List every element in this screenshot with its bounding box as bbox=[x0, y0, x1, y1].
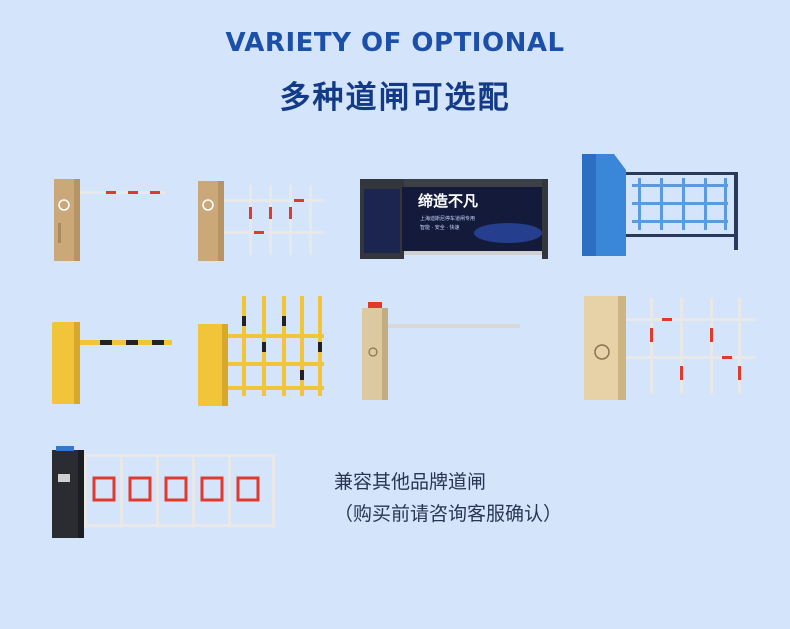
fence-boom-barrier-gold bbox=[194, 175, 334, 270]
slim-straight-boom-barrier bbox=[358, 300, 524, 404]
blue-fence-gate bbox=[574, 150, 744, 260]
billboard-sub-line-1: 上海迪斯尼停车道闸专用 bbox=[420, 216, 476, 222]
title-english: VARIETY OF OPTIONAL bbox=[225, 28, 565, 58]
billboard-headline: 缔造不凡 bbox=[418, 192, 479, 210]
compatibility-note: 兼容其他品牌道闸 （购买前请咨询客服确认） bbox=[334, 466, 562, 530]
compatibility-note-line-2: （购买前请咨询客服确认） bbox=[334, 503, 563, 525]
billboard-sub-line-2: 智能 · 安全 · 快速 bbox=[420, 225, 460, 231]
title-chinese: 多种道闸可选配 bbox=[279, 80, 511, 116]
straight-boom-barrier-yellow bbox=[48, 318, 176, 408]
fence-boom-barrier-yellow bbox=[196, 292, 328, 410]
fence-boom-barrier-large-gold bbox=[582, 292, 762, 404]
grid-fence-barrier-black bbox=[50, 444, 282, 540]
compatibility-note-line-1: 兼容其他品牌道闸 bbox=[334, 471, 487, 493]
straight-boom-barrier-gold bbox=[50, 175, 170, 265]
billboard-advertising-barrier bbox=[358, 177, 553, 263]
